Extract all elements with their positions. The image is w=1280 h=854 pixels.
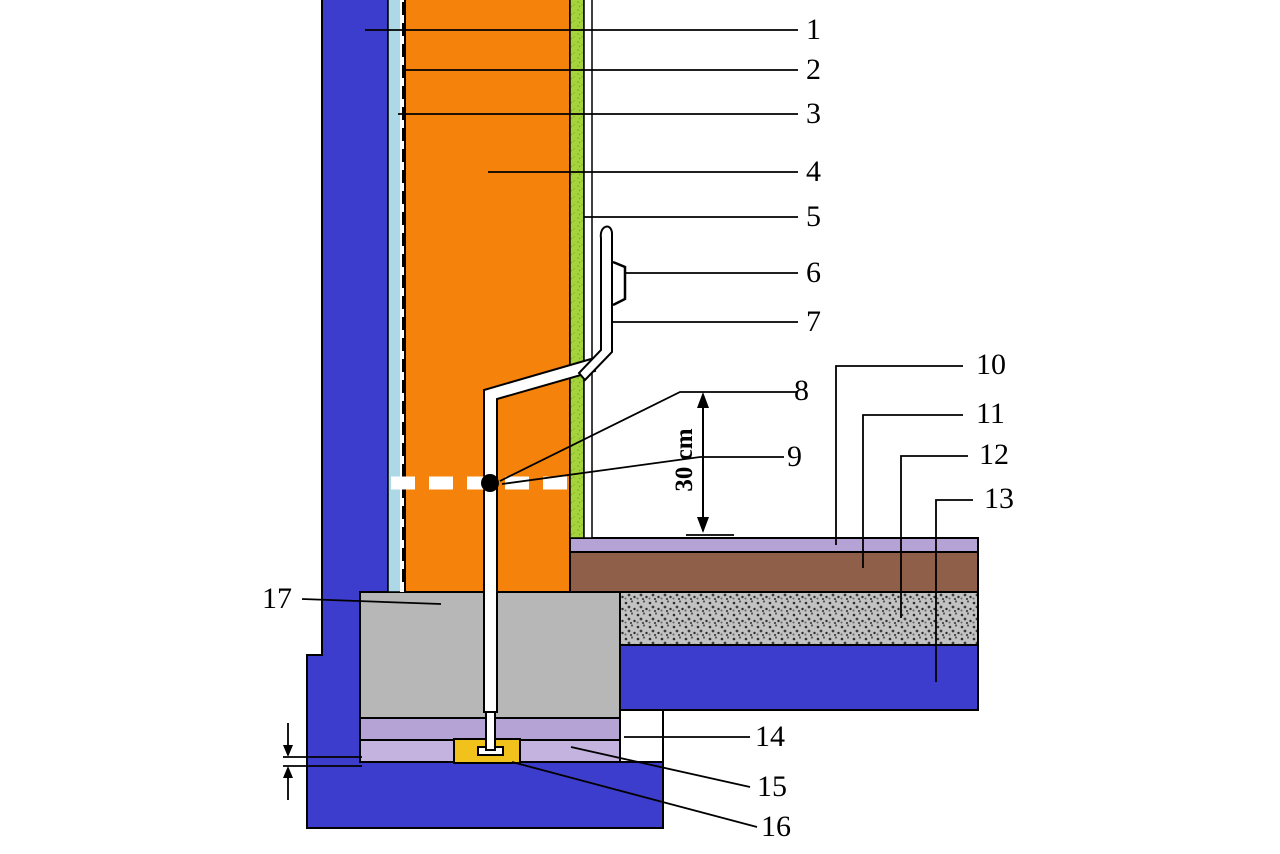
callout-14: 14 — [755, 720, 785, 753]
callout-17: 17 — [262, 582, 292, 615]
callout-7: 7 — [806, 305, 821, 338]
callout-3: 3 — [806, 97, 821, 130]
insulation-strip-cyan — [387, 0, 402, 593]
dimension-label-30cm: 30 cm — [671, 428, 698, 492]
structure-blue-floor-strip — [619, 644, 979, 711]
callout-6: 6 — [806, 256, 821, 289]
dimension-arrow-up — [697, 392, 709, 408]
callout-15: 15 — [757, 770, 787, 803]
measurement-dot — [481, 474, 499, 492]
leader-line-11 — [862, 414, 963, 568]
leader-line-13 — [935, 499, 973, 682]
callout-2: 2 — [806, 53, 821, 86]
leader-line-17 — [301, 598, 442, 605]
callout-11: 11 — [976, 397, 1005, 430]
callout-1: 1 — [806, 13, 821, 46]
callout-9: 9 — [787, 440, 802, 473]
callout-13: 13 — [984, 482, 1014, 515]
callout-8: 8 — [794, 374, 809, 407]
leader-line-15 — [570, 746, 751, 788]
finish-strip-white — [583, 0, 593, 539]
flashing-profile — [577, 225, 613, 382]
callout-4: 4 — [806, 155, 821, 188]
callout-10: 10 — [976, 348, 1006, 381]
leader-line-9 — [501, 456, 784, 485]
thickness-dimension-marks — [283, 723, 362, 800]
dimension-arrow-down — [697, 517, 709, 533]
leader-line-12 — [900, 455, 968, 618]
gravel-layer — [619, 591, 979, 646]
flashing-clamp — [612, 260, 627, 307]
floor-layer-purple — [569, 537, 979, 553]
dimension-30cm — [686, 392, 734, 536]
leader-line-10 — [835, 365, 963, 545]
leader-line-16 — [511, 761, 758, 828]
floor-layer-brown-screed — [569, 551, 979, 593]
render-strip-green — [569, 0, 585, 539]
leader-lines — [301, 29, 973, 828]
callout-12: 12 — [979, 438, 1009, 471]
callout-16: 16 — [761, 810, 791, 843]
anchor-rod — [485, 711, 496, 751]
callout-5: 5 — [806, 200, 821, 233]
leader-line-8 — [499, 391, 798, 482]
